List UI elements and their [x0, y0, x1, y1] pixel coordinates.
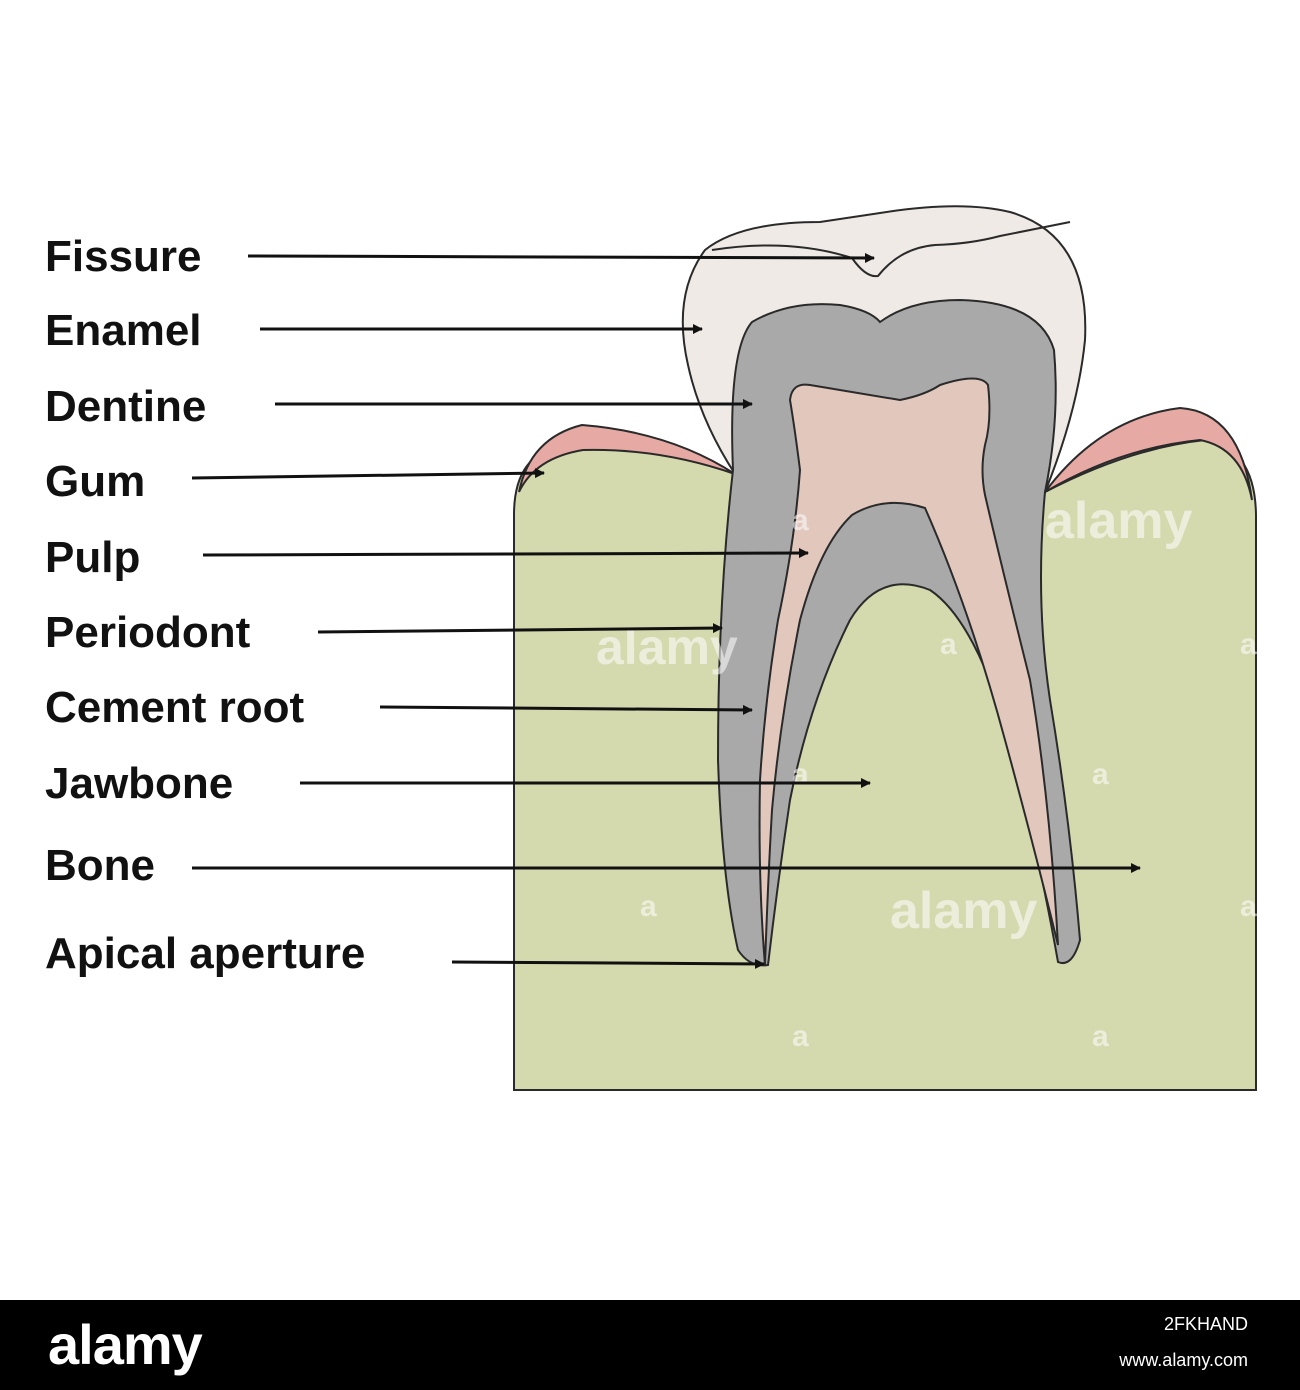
footer-url: www.alamy.com	[1119, 1350, 1248, 1370]
label-enamel: Enamel	[45, 306, 202, 355]
label-gum: Gum	[45, 457, 145, 506]
watermark-3: alamy	[890, 882, 1038, 940]
label-dentine: Dentine	[45, 382, 206, 431]
label-periodont: Periodont	[45, 608, 251, 657]
footer-image-id: 2FKHAND	[1163, 1314, 1248, 1334]
label-pulp: Pulp	[45, 533, 140, 582]
watermark-letter-5: a	[1092, 758, 1109, 791]
watermark-letter-4: a	[792, 758, 809, 791]
label-cement-root: Cement root	[45, 683, 304, 732]
watermark-letter-8: a	[792, 1020, 809, 1053]
arrow-fissure	[247, 252, 875, 263]
footer-logo: alamy	[48, 1313, 203, 1376]
labels: Fissure Enamel Dentine Gum Pulp Periodon…	[45, 232, 365, 978]
watermark-letter-2: a	[940, 628, 957, 661]
pulp-layer	[758, 377, 1059, 966]
fissure-line	[711, 221, 1071, 278]
tooth-anatomy-diagram: alamy alamy alamy a a a a a a a a a Fiss…	[45, 205, 1257, 1091]
watermark-letter-9: a	[1092, 1020, 1109, 1053]
label-apical-aperture: Apical aperture	[45, 929, 365, 978]
gum-right	[1044, 406, 1253, 501]
watermark-letter-1: a	[792, 504, 809, 537]
watermark-footer-bar: alamy 2FKHAND www.alamy.com	[0, 1300, 1300, 1390]
arrow-cement-root	[379, 704, 753, 715]
label-jawbone: Jawbone	[45, 759, 233, 808]
watermark-letter-7: a	[1240, 890, 1257, 923]
arrow-periodont	[317, 623, 723, 634]
watermark-1: alamy	[1045, 492, 1193, 550]
arrow-pulp	[202, 548, 809, 559]
arrow-gum	[191, 468, 545, 480]
arrow-apical-aperture	[451, 958, 765, 969]
leader-arrows	[191, 252, 1141, 969]
label-bone: Bone	[45, 841, 155, 890]
label-fissure: Fissure	[45, 232, 202, 281]
watermark-letter-3: a	[1240, 628, 1257, 661]
watermark-letter-6: a	[640, 890, 657, 923]
